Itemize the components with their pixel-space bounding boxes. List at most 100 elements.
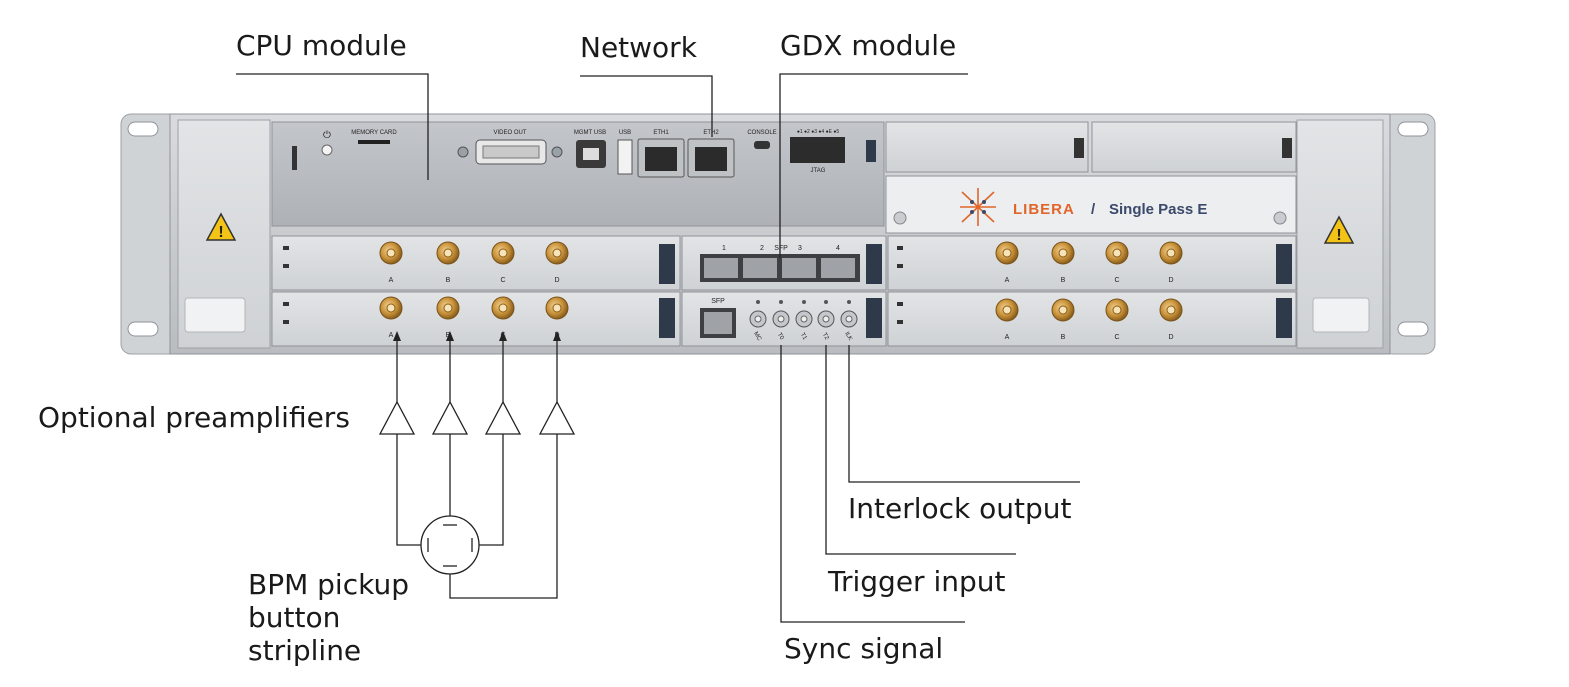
interlock-output-leader <box>848 345 1080 483</box>
adc-module-right-bottom <box>887 291 1297 347</box>
channel-label-right-top-c: C <box>1114 277 1119 284</box>
sma-connector-left-bottom-d[interactable] <box>545 296 569 320</box>
bpm-pickup-label: BPM pickup button stripline <box>248 568 409 667</box>
channel-label-right-bottom-d: D <box>1168 334 1173 341</box>
sma-connector-right-top-d[interactable] <box>1159 241 1183 265</box>
brand-name: LIBERA <box>1013 201 1075 218</box>
sfp-port-3[interactable] <box>782 258 816 278</box>
usb-text: USB <box>619 130 631 136</box>
rack-ear-left <box>120 113 182 355</box>
preamplifier-d <box>538 400 576 435</box>
memory-card-text: MEMORY CARD <box>351 130 397 136</box>
mgmt-usb-text: MGMT USB <box>574 130 606 136</box>
channel-label-right-top-a: A <box>1005 277 1010 284</box>
sma-connector-left-top-d[interactable] <box>545 241 569 265</box>
cpu-module: ⏻ MEMORY CARD VIDEO OUT MGMT USB USB ETH… <box>271 121 885 227</box>
pickup-schematic <box>378 331 576 599</box>
usb-port[interactable] <box>617 139 633 175</box>
interlock-output-label: Interlock output <box>848 492 1072 525</box>
left-side-panel: ! <box>177 119 271 349</box>
jtag-pin-labels: ●1 ●2 ●3 ●4 ●E ●5 <box>797 129 840 135</box>
sfp-port-4[interactable] <box>821 258 855 278</box>
sfp-port-bottom[interactable] <box>704 312 732 334</box>
sma-connector-left-top-a[interactable] <box>379 241 403 265</box>
timing-port-label-t0: T0 <box>776 332 785 342</box>
timing-port-label-mc: MC <box>752 331 762 343</box>
sma-connector-right-bottom-b[interactable] <box>1051 298 1075 322</box>
sma-connector-right-bottom-a[interactable] <box>995 298 1019 322</box>
sfp-port-2[interactable] <box>743 258 777 278</box>
trigger-input-leader <box>825 345 1016 555</box>
sma-connector-left-top-b[interactable] <box>436 241 460 265</box>
trigger-input-label: Trigger input <box>828 565 1006 598</box>
channel-label-left-top-d: D <box>554 277 559 284</box>
eth1-text: ETH1 <box>653 130 669 136</box>
timing-port-mc[interactable] <box>749 310 767 328</box>
channel-label-right-top-b: B <box>1061 277 1066 284</box>
bpm-pickup-line-3: stripline <box>248 634 362 667</box>
gdx-module-leader <box>779 73 968 258</box>
svg-text:!: ! <box>218 224 223 241</box>
blank-modules-top-right <box>885 121 1297 173</box>
sma-connector-left-bottom-c[interactable] <box>491 296 515 320</box>
warning-icon <box>1323 215 1355 244</box>
optional-preamplifiers-label: Optional preamplifiers <box>38 401 350 434</box>
channel-label-left-top-a: A <box>389 277 394 284</box>
sma-connector-left-bottom-a[interactable] <box>379 296 403 320</box>
sfp-bottom-label: SFP <box>711 298 725 305</box>
timing-port-ilk[interactable] <box>840 310 858 328</box>
jtag-text: JTAG <box>811 168 826 174</box>
sma-connector-left-top-c[interactable] <box>491 241 515 265</box>
handle-right <box>1312 297 1370 333</box>
sync-signal-leader <box>780 345 965 623</box>
jtag-port[interactable] <box>790 137 845 163</box>
cpu-module-leader <box>236 73 429 180</box>
network-label: Network <box>580 31 697 64</box>
right-side-panel: ! <box>1296 119 1384 349</box>
video-out-text: VIDEO OUT <box>493 130 526 136</box>
brand-panel: LIBERA / Single Pass E <box>885 175 1297 234</box>
sfp-label-2: 2 <box>760 245 764 252</box>
sma-connector-right-top-c[interactable] <box>1105 241 1129 265</box>
power-led <box>321 144 333 156</box>
timing-port-label-ilk: ILK <box>843 331 853 342</box>
svg-text:!: ! <box>1336 227 1341 244</box>
console-port[interactable] <box>754 141 770 149</box>
network-leader <box>580 75 713 137</box>
libera-logo-icon <box>960 188 996 226</box>
sma-connector-right-top-b[interactable] <box>1051 241 1075 265</box>
leader-lines <box>236 73 1080 623</box>
sma-connector-right-top-a[interactable] <box>995 241 1019 265</box>
cpu-module-label: CPU module <box>236 29 407 62</box>
sync-signal-label: Sync signal <box>784 632 944 665</box>
sma-connector-right-bottom-c[interactable] <box>1105 298 1129 322</box>
gdx-module-label: GDX module <box>780 29 957 62</box>
rack-ear-right <box>1382 113 1436 355</box>
timing-port-t0[interactable] <box>772 310 790 328</box>
console-text: CONSOLE <box>747 130 776 136</box>
adc-module-left-top <box>271 235 681 291</box>
sfp-label-1: 1 <box>722 245 726 252</box>
sma-connector-left-bottom-b[interactable] <box>436 296 460 320</box>
timing-port-t2[interactable] <box>817 310 835 328</box>
sma-connector-right-bottom-d[interactable] <box>1159 298 1183 322</box>
bpm-pickup-line-1: BPM pickup <box>248 568 409 601</box>
channel-label-right-top-d: D <box>1168 277 1173 284</box>
bpm-pickup-icon <box>420 515 480 575</box>
power-icon: ⏻ <box>323 130 331 141</box>
warning-icon <box>205 212 237 241</box>
sfp-label-3: 3 <box>798 245 802 252</box>
sfp-port-1[interactable] <box>704 258 738 278</box>
adc-module-left-bottom <box>271 291 681 347</box>
sma-connectors: ABCDABCDABCDABCD <box>379 241 1183 341</box>
memory-card-slot[interactable] <box>358 140 390 144</box>
channel-label-right-bottom-c: C <box>1114 334 1119 341</box>
preamplifier-c <box>484 400 522 435</box>
timing-port-t1[interactable] <box>795 310 813 328</box>
eth2-text: ETH2 <box>703 130 719 136</box>
channel-label-left-bottom-b: B <box>446 332 451 339</box>
channel-label-right-bottom-a: A <box>1005 334 1010 341</box>
preamplifier-a <box>378 400 416 435</box>
adc-module-right-top <box>887 235 1297 291</box>
